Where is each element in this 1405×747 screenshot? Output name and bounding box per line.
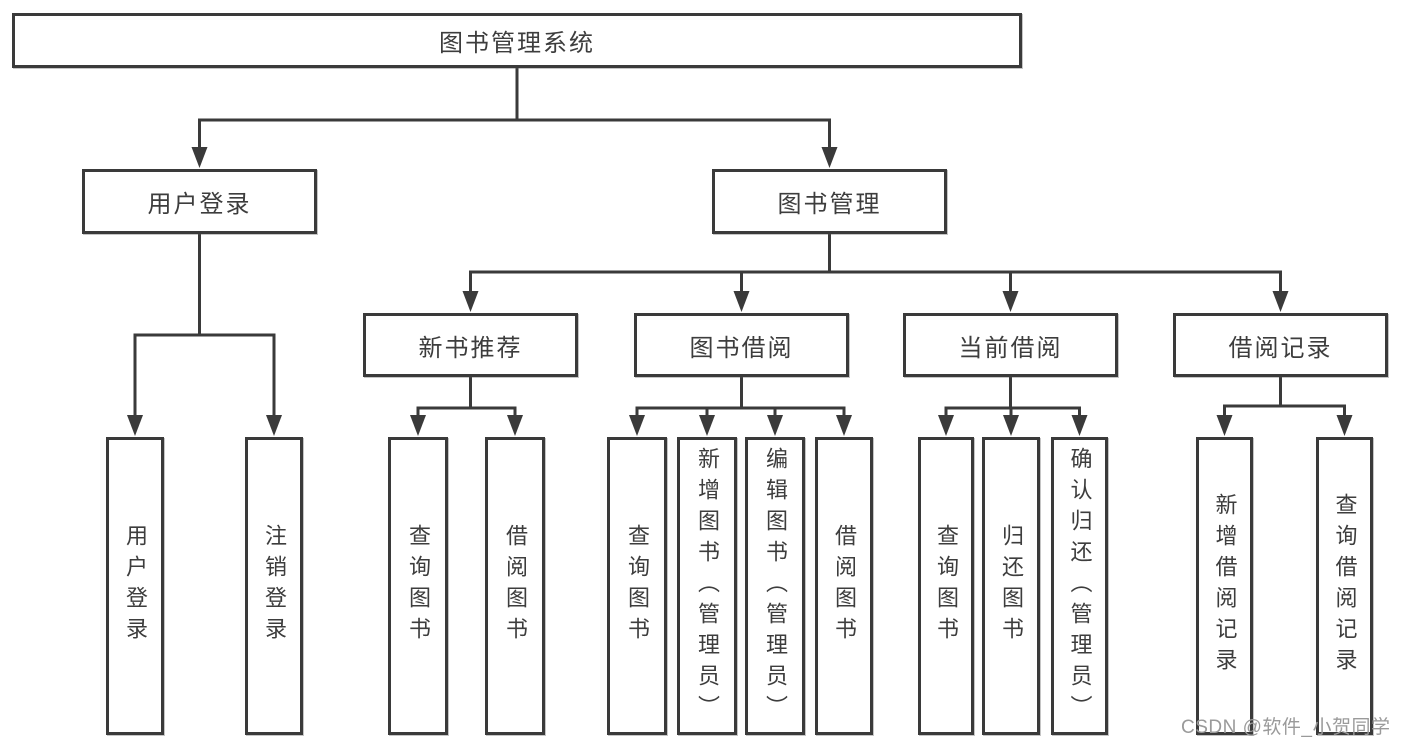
node-label-leaf-user-login: 用户登录	[123, 524, 148, 648]
node-leaf-add-book: 新增图书（管理员）	[677, 437, 737, 735]
node-leaf-add-record: 新增借阅记录	[1196, 437, 1253, 735]
node-label-leaf-query-book-1: 查询图书	[406, 524, 431, 648]
node-borrow-record: 借阅记录	[1173, 313, 1388, 377]
node-leaf-query-book-1: 查询图书	[388, 437, 448, 735]
node-leaf-borrow-book-2: 借阅图书	[815, 437, 873, 735]
watermark: CSDN @软件_小贺同学	[1181, 717, 1391, 738]
node-current-borrow: 当前借阅	[903, 313, 1118, 377]
node-user-login: 用户登录	[82, 169, 317, 234]
node-label-book-management: 图书管理	[777, 191, 882, 218]
node-leaf-query-record: 查询借阅记录	[1316, 437, 1373, 735]
node-book-borrow: 图书借阅	[634, 313, 849, 377]
node-leaf-user-login: 用户登录	[106, 437, 164, 735]
node-label-new-book-recommend: 新书推荐	[418, 334, 523, 362]
node-label-leaf-logout: 注销登录	[262, 524, 287, 648]
node-leaf-query-book-3: 查询图书	[918, 437, 974, 735]
node-label-leaf-confirm-return: 确认归还（管理员）	[1067, 446, 1093, 726]
node-leaf-logout: 注销登录	[245, 437, 303, 735]
node-label-leaf-add-record: 新增借阅记录	[1212, 493, 1238, 679]
node-system: 图书管理系统	[12, 13, 1022, 68]
node-label-leaf-query-book-2: 查询图书	[625, 524, 650, 648]
node-label-leaf-edit-book: 编辑图书（管理员）	[763, 446, 788, 726]
node-label-leaf-return-book: 归还图书	[999, 524, 1024, 648]
node-label-leaf-query-book-3: 查询图书	[934, 524, 959, 648]
node-leaf-edit-book: 编辑图书（管理员）	[745, 437, 805, 735]
node-book-management: 图书管理	[712, 169, 947, 234]
node-label-borrow-record: 借阅记录	[1228, 334, 1333, 362]
node-new-book-recommend: 新书推荐	[363, 313, 578, 377]
node-label-user-login: 用户登录	[147, 191, 252, 218]
node-label-leaf-borrow-book-1: 借阅图书	[503, 524, 528, 648]
node-label-leaf-add-book: 新增图书（管理员）	[695, 446, 720, 726]
node-label-leaf-borrow-book-2: 借阅图书	[832, 524, 857, 648]
node-label-book-borrow: 图书借阅	[689, 334, 794, 362]
node-leaf-return-book: 归还图书	[982, 437, 1040, 735]
node-label-system: 图书管理系统	[439, 30, 595, 57]
node-leaf-query-book-2: 查询图书	[607, 437, 667, 735]
node-label-current-borrow: 当前借阅	[958, 334, 1063, 362]
node-leaf-borrow-book-1: 借阅图书	[485, 437, 545, 735]
node-label-leaf-query-record: 查询借阅记录	[1332, 493, 1358, 679]
node-leaf-confirm-return: 确认归还（管理员）	[1051, 437, 1108, 735]
